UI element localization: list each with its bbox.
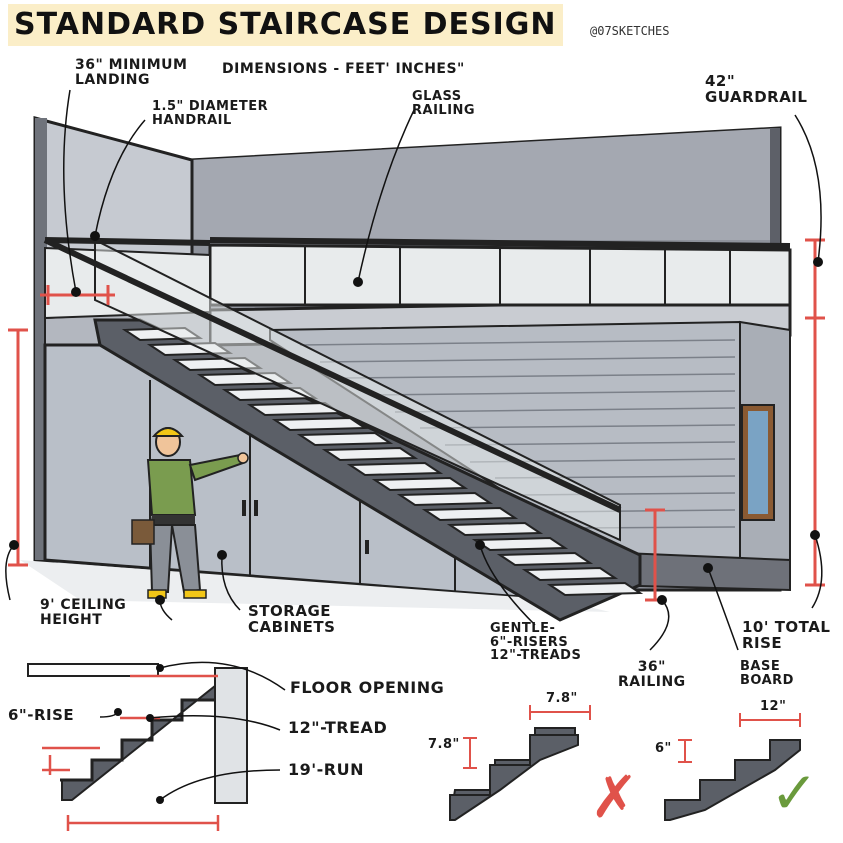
label-tread: 12"-TREAD xyxy=(288,718,388,737)
bad-tread-dim: 7.8" xyxy=(546,691,578,706)
label-storage-cabinets: STORAGE CABINETS xyxy=(248,602,336,636)
author-handle: @07SKETCHES xyxy=(590,24,670,38)
label-ceiling-height: 9' CEILING HEIGHT xyxy=(40,597,127,628)
page-title: STANDARD STAIRCASE DESIGN xyxy=(8,4,563,46)
label-landing: 36" MINIMUM LANDING xyxy=(75,57,188,88)
label-total-rise: 10' TOTAL RISE xyxy=(742,618,831,652)
label-handrail: 1.5" DIAMETER HANDRAIL xyxy=(152,99,269,128)
label-floor-opening: FLOOR OPENING xyxy=(290,678,445,697)
good-tread-dim: 12" xyxy=(760,699,787,714)
label-guardrail: 42" GUARDRAIL xyxy=(705,72,808,106)
dimensions-subtitle: DIMENSIONS - FEET' INCHES" xyxy=(222,61,465,77)
bad-stair-example xyxy=(449,705,591,821)
label-rise: 6"-RISE xyxy=(8,706,75,724)
leader-lines xyxy=(5,89,823,651)
label-railing-36: 36" RAILING xyxy=(618,659,686,690)
correct-check-icon: ✓ xyxy=(770,759,819,827)
label-baseboard: BASE BOARD xyxy=(740,659,794,688)
glass-railing xyxy=(208,237,792,307)
good-stair-example xyxy=(664,713,801,821)
good-riser-dim: 6" xyxy=(655,741,672,756)
leader-dots xyxy=(9,231,823,605)
bad-riser-dim: 7.8" xyxy=(428,737,460,752)
staircase xyxy=(43,237,644,622)
stair-section-detail xyxy=(27,661,286,831)
label-run: 19'-RUN xyxy=(288,760,365,779)
label-gentle: GENTLE- 6"-RISERS 12"-TREADS xyxy=(490,621,582,664)
dimension-lines xyxy=(8,238,825,602)
worker-figure xyxy=(131,427,249,599)
label-glass-railing: GLASS RAILING xyxy=(412,89,476,118)
wrong-x-icon: ✗ xyxy=(590,763,639,831)
